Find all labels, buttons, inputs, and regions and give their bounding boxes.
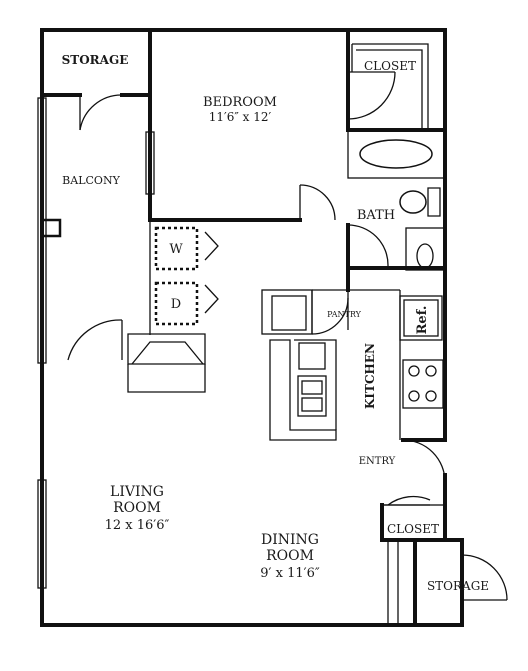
- storage-top-label: STORAGE: [62, 53, 129, 67]
- bedroom-dims: 11′6″ x 12′: [209, 110, 272, 124]
- bath-sink-icon: [416, 243, 434, 269]
- dryer-icon: [154, 281, 199, 326]
- dining-dims: 9′ x 11′6″: [260, 566, 320, 581]
- dining-label-1: DINING: [261, 532, 319, 548]
- toilet-icon: [399, 190, 427, 214]
- thin-lines: [37, 43, 508, 625]
- balcony-label: BALCONY: [62, 174, 120, 187]
- refrigerator-label: Ref.: [415, 306, 430, 335]
- closet-bottom-label: CLOSET: [387, 522, 439, 536]
- storage-bottom-label: STORAGE: [427, 579, 489, 593]
- bedroom-label: BEDROOM: [203, 95, 277, 110]
- dryer-label: D: [171, 297, 181, 312]
- entry-label: ENTRY: [359, 456, 396, 467]
- living-dims: 12 x 16′6″: [105, 518, 170, 533]
- bath-label: BATH: [357, 208, 395, 223]
- living-label-1: LIVING: [110, 484, 164, 500]
- pantry-label: PANTRY: [327, 310, 362, 319]
- closet-top-label: CLOSET: [364, 59, 416, 73]
- washer-label: W: [169, 242, 183, 257]
- kitchen-label: KITCHEN: [363, 343, 377, 409]
- living-label-2: ROOM: [113, 500, 161, 516]
- washer-icon: [154, 226, 199, 271]
- bathtub-icon: [359, 139, 433, 169]
- dining-label-2: ROOM: [266, 548, 314, 564]
